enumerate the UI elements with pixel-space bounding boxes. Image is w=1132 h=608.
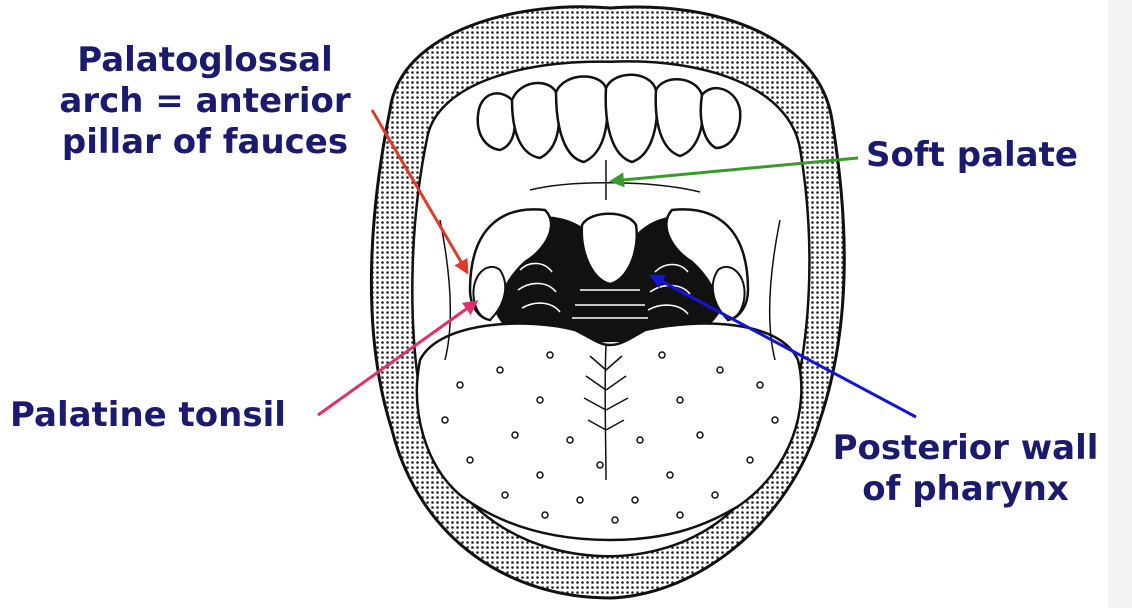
- cheek-folds: [439, 219, 781, 361]
- posterior-wall-arrow: [649, 274, 917, 419]
- tongue-papillae: [441, 351, 779, 524]
- palatine-tonsil-label: Palatine tonsil: [10, 395, 286, 435]
- posterior-wall-label-line-1: Posterior wall: [832, 428, 1099, 468]
- palatoglossal-arch-label-line-2: arch = anterior: [59, 81, 351, 121]
- uvula: [580, 212, 639, 286]
- upper-teeth: [476, 73, 742, 164]
- palatine-tonsil-arrow: [317, 300, 479, 417]
- side-strip: [1108, 0, 1132, 608]
- posterior-wall-label: Posterior wall of pharynx: [818, 428, 1113, 510]
- soft-palate-arrow: [609, 156, 859, 188]
- palatoglossal-arch-label: Palatoglossal arch = anterior pillar of …: [40, 40, 370, 163]
- tongue-sulcus: [583, 344, 629, 481]
- soft-palate-label: Soft palate: [866, 135, 1078, 175]
- tonsils: [472, 265, 746, 322]
- palatoglossal-arch-label-line-3: pillar of fauces: [61, 122, 349, 162]
- palatoglossal-arch-label-line-1: Palatoglossal: [77, 40, 333, 80]
- tongue: [415, 322, 803, 542]
- posterior-wall-label-line-2: of pharynx: [862, 469, 1069, 509]
- palatoglossal-arch-arrow: [370, 109, 469, 275]
